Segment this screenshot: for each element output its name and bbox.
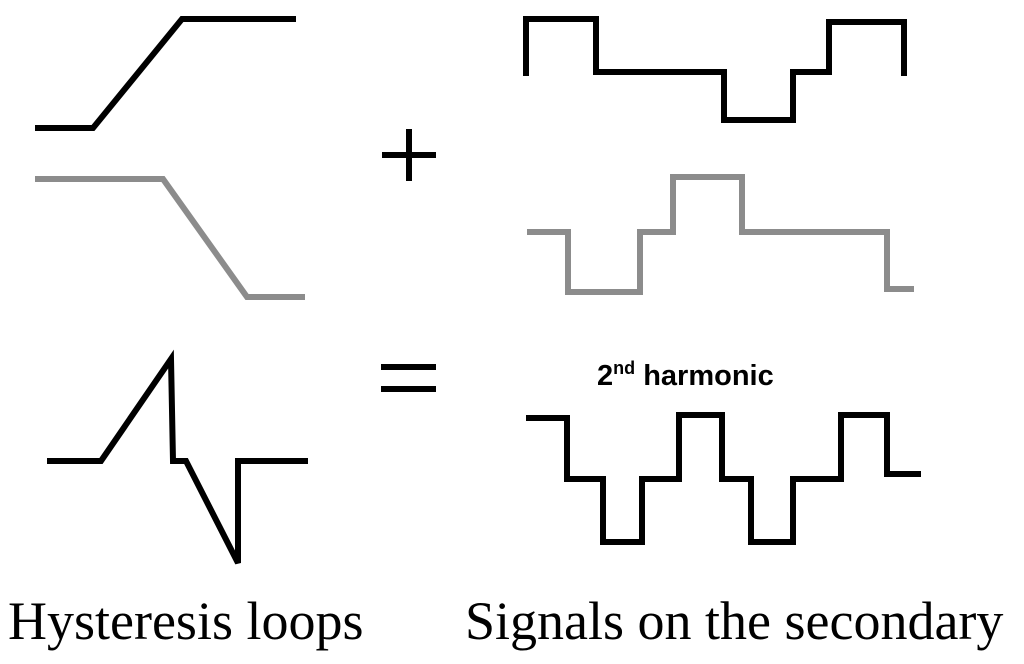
secondary-signal-top [523, 16, 907, 123]
caption-hysteresis-loops: Hysteresis loops [8, 591, 364, 651]
second-harmonic-label: 2nd harmonic [597, 356, 774, 396]
hysteresis-loop-rising [35, 16, 296, 131]
harmonic-text: harmonic [643, 360, 774, 392]
plus-sign [382, 129, 436, 181]
equals-sign [381, 364, 436, 392]
harmonic-number: 2 [597, 360, 614, 392]
hysteresis-loop-falling [35, 176, 305, 300]
hysteresis-loop-sum [47, 349, 308, 565]
secondary-signal-second-harmonic [526, 412, 921, 545]
secondary-signal-middle [527, 174, 914, 295]
caption-signals-secondary: Signals on the secondary [465, 591, 1004, 651]
harmonic-ordinal-suffix: nd [613, 358, 636, 378]
